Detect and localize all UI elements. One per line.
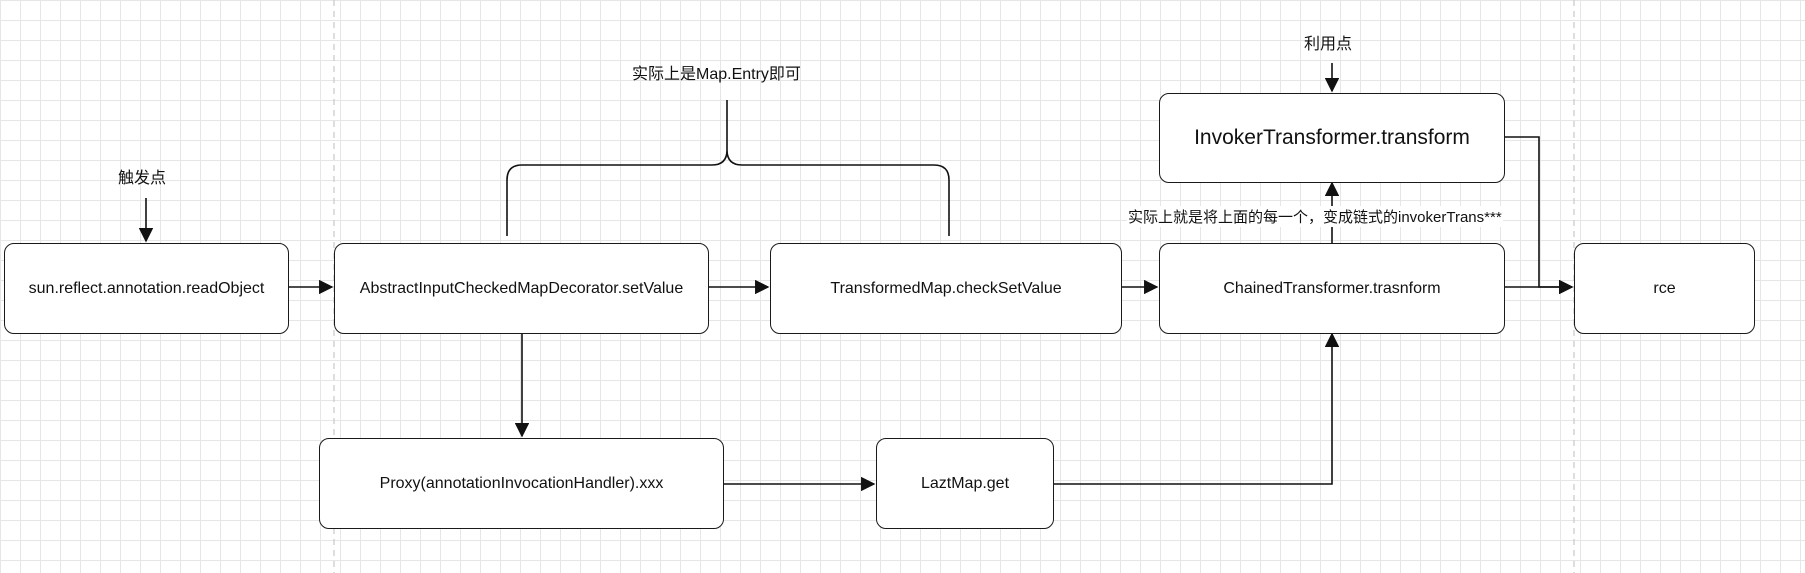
node-proxy: Proxy(annotationInvocationHandler).xxx bbox=[319, 438, 724, 529]
brace-setvalue-to-checkset bbox=[506, 100, 950, 236]
chain-note: 实际上就是将上面的每一个，变成链式的invokerTrans*** bbox=[1127, 206, 1503, 227]
trigger-point-label: 触发点 bbox=[118, 170, 167, 187]
node-check-set-value: TransformedMap.checkSetValue bbox=[770, 243, 1122, 334]
node-chained-transform: ChainedTransformer.trasnform bbox=[1159, 243, 1505, 334]
node-read-object: sun.reflect.annotation.readObject bbox=[4, 243, 289, 334]
node-invoker-transform: InvokerTransformer.transform bbox=[1159, 93, 1505, 183]
arrow-invoker-to-rce bbox=[1505, 136, 1574, 295]
node-rce: rce bbox=[1574, 243, 1755, 334]
node-lazy-map-get: LaztMap.get bbox=[876, 438, 1054, 529]
arrow-lazymap-to-chained bbox=[1054, 332, 1340, 485]
exploit-point-label: 利用点 bbox=[1304, 36, 1353, 53]
map-entry-note: 实际上是Map.Entry即可 bbox=[632, 66, 801, 83]
node-set-value: AbstractInputCheckedMapDecorator.setValu… bbox=[334, 243, 709, 334]
